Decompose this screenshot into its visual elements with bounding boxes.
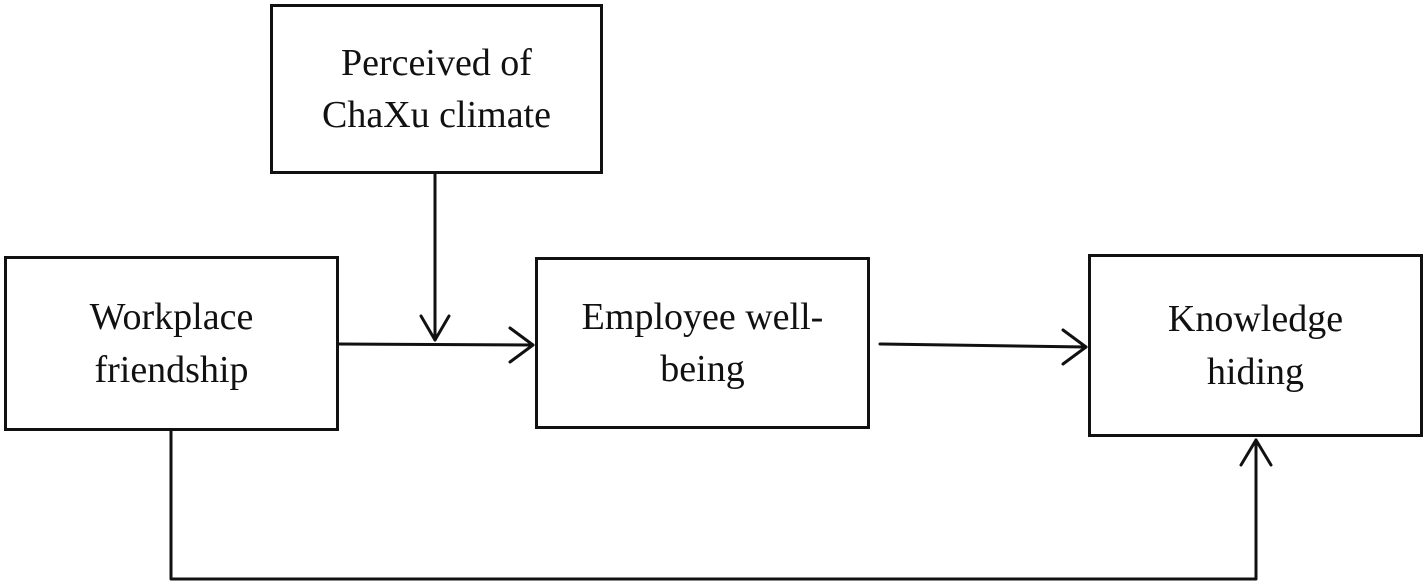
arrowhead-hiding [1061, 328, 1088, 366]
arrowhead-moderation [419, 314, 451, 342]
node-label-line: being [660, 348, 745, 390]
node-label-line: friendship [94, 348, 249, 391]
node-label: Workplace friendship [90, 291, 254, 396]
edge-wellbeing-to-hiding [878, 342, 1088, 349]
node-label-line: Workplace [89, 296, 254, 339]
node-label-line: Employee well- [581, 295, 824, 338]
node-label-line: Knowledge [1167, 298, 1344, 341]
edge-friendship-to-wellbeing [337, 342, 535, 347]
node-label-line: Perceived of [341, 41, 532, 84]
node-label-line: hiding [1206, 350, 1305, 393]
arrowhead-direct [1239, 438, 1273, 467]
node-label: Employee well- being [582, 291, 824, 396]
edge-direct-friendship-to-hiding [169, 429, 1258, 581]
node-knowledge-hiding: Knowledge hiding [1088, 254, 1423, 437]
node-employee-well-being: Employee well- being [535, 257, 870, 429]
node-perceived-chaxu-climate: Perceived of ChaXu climate [270, 4, 603, 174]
arrowhead-wellbeing [508, 326, 535, 364]
node-label: Perceived of ChaXu climate [322, 37, 551, 142]
node-label-line: ChaXu climate [322, 94, 551, 136]
node-workplace-friendship: Workplace friendship [4, 256, 339, 431]
node-label: Knowledge hiding [1168, 293, 1343, 398]
